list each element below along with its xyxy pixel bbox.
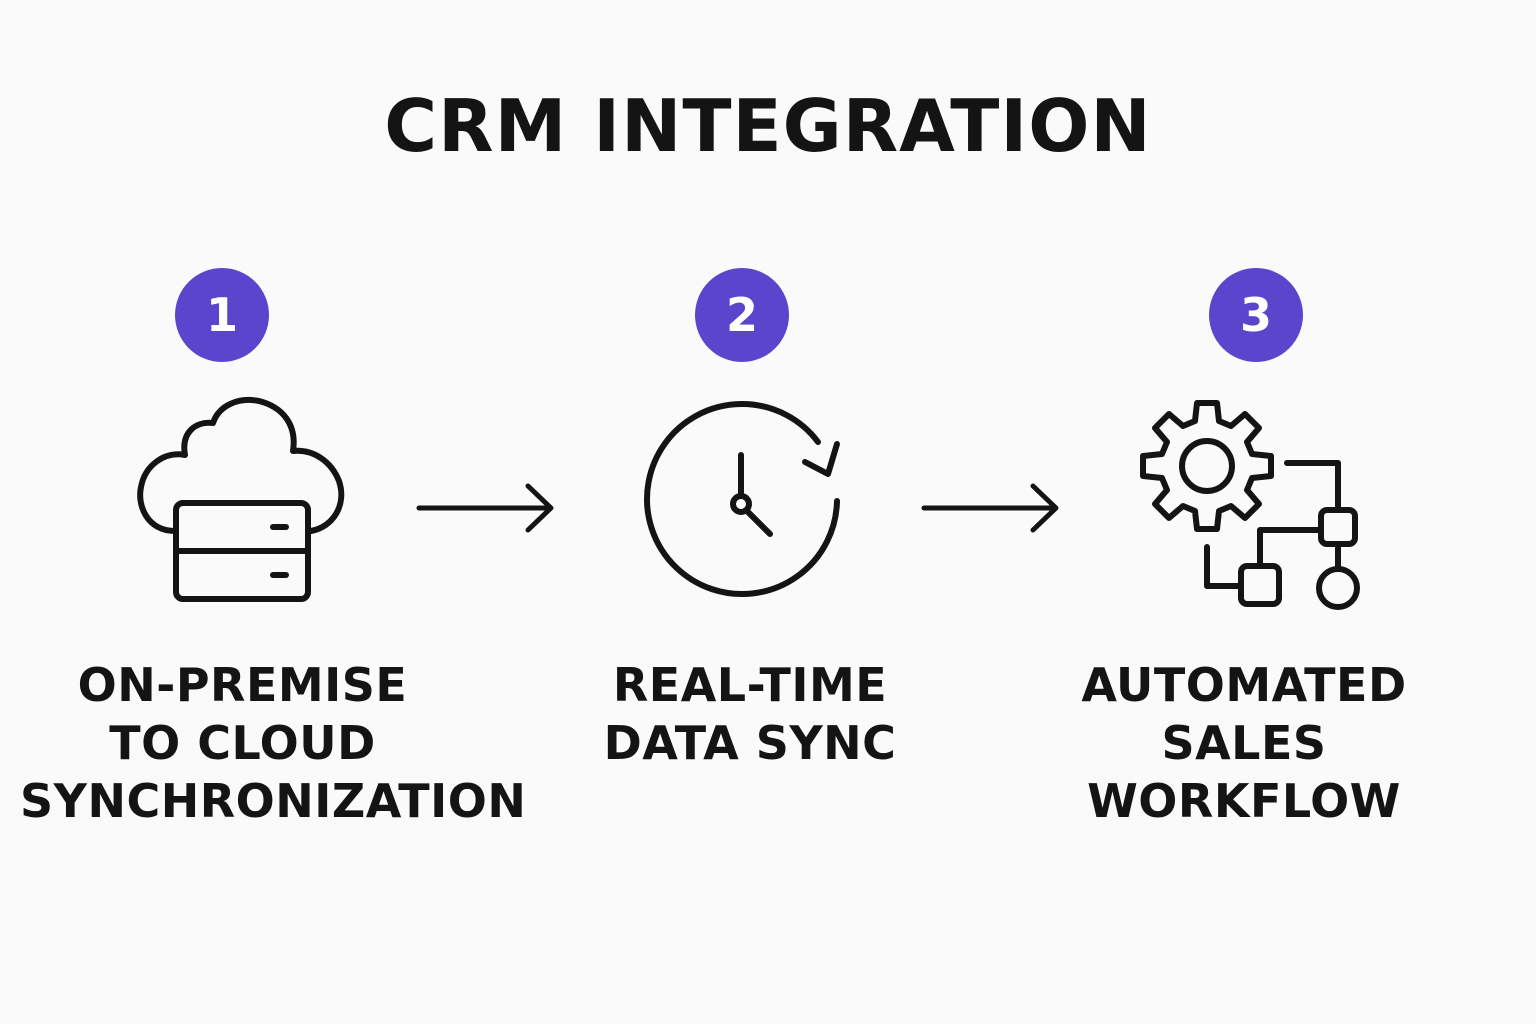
step-3-number: 3 bbox=[1239, 288, 1272, 342]
step-1-label-line-2: TO CLOUD bbox=[109, 716, 376, 770]
step-3-label: AUTOMATED SALES WORKFLOW bbox=[1044, 656, 1444, 830]
step-1-label-line-1: ON-PREMISE bbox=[77, 658, 408, 712]
step-2-label-line-2: DATA SYNC bbox=[603, 716, 897, 770]
step-1-label: ON-PREMISE TO CLOUD SYNCHRONIZATION bbox=[20, 656, 527, 830]
step-1-number: 1 bbox=[205, 288, 238, 342]
step-2-label-line-1: REAL-TIME bbox=[612, 658, 888, 712]
step-3-label-line-3: WORKFLOW bbox=[1087, 774, 1401, 828]
gear-workflow-icon bbox=[1140, 400, 1360, 610]
cloud-server-icon bbox=[137, 397, 345, 602]
step-1-label-line-3: SYNCHRONIZATION bbox=[20, 774, 527, 828]
arrow-right-icon bbox=[416, 483, 554, 533]
step-2-number-badge: 2 bbox=[695, 268, 789, 362]
step-2-label: REAL-TIME DATA SYNC bbox=[540, 656, 960, 772]
step-2-number: 2 bbox=[725, 288, 758, 342]
step-3-number-badge: 3 bbox=[1209, 268, 1303, 362]
step-3-label-line-1: AUTOMATED bbox=[1081, 658, 1407, 712]
step-3-label-line-2: SALES bbox=[1161, 716, 1327, 770]
arrow-right-icon bbox=[921, 483, 1059, 533]
clock-sync-icon bbox=[644, 401, 840, 598]
diagram-title: CRM INTEGRATION bbox=[384, 84, 1152, 168]
step-1-number-badge: 1 bbox=[175, 268, 269, 362]
